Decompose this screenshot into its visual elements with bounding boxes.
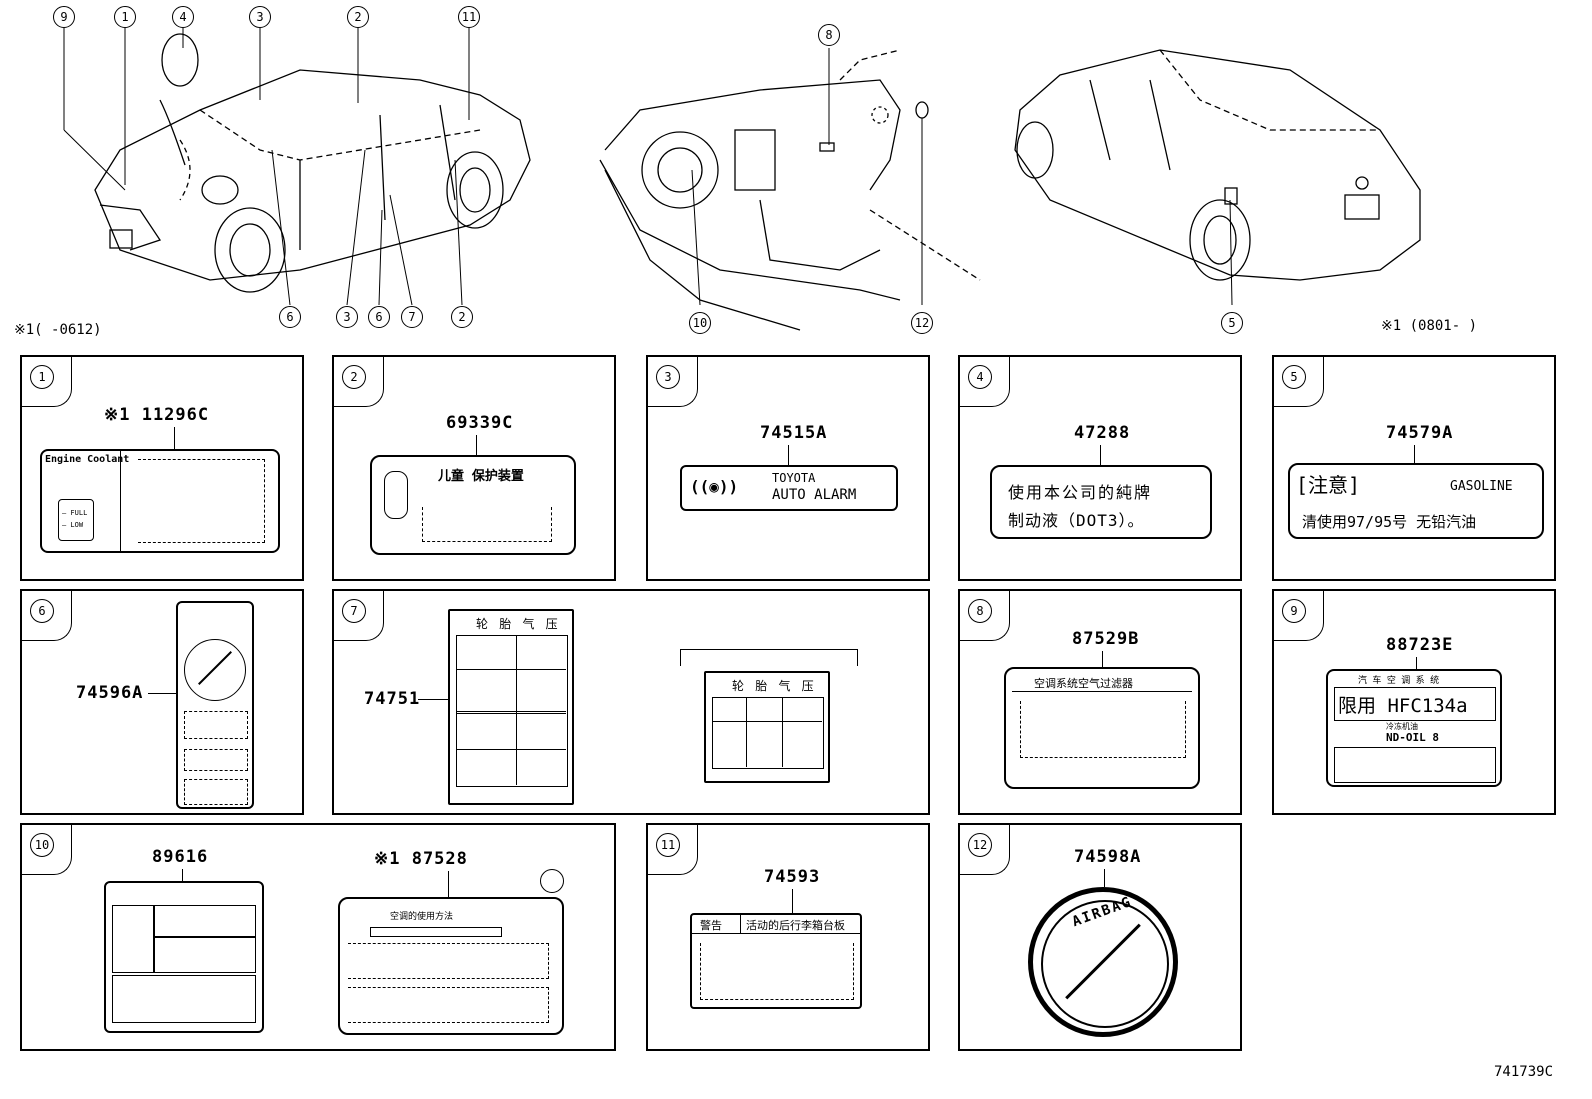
callout-9: 9 [53,6,75,28]
label-ac-guide [104,881,264,1033]
alarm-icon: ((◉)) [690,477,739,496]
front-car-drawing [94,33,531,293]
rear-car-drawing [1014,49,1421,281]
callout-1: 1 [114,6,136,28]
callout-12: 12 [911,312,933,334]
label-text-low: — LOW [62,521,84,529]
part-number: 74515A [760,423,828,443]
label-text-2: GASOLINE [1450,479,1513,494]
panel-9: 9 88723E 汽 车 空 调 系 统 限用 HFC134a 冷冻机油 ND-… [1272,589,1556,815]
label-text: 警告 [700,919,722,932]
panel-12: 12 74598A AIRBAG [958,823,1242,1051]
panel-6: 6 74596A [20,589,304,815]
label-tall [176,601,254,809]
part-number: 74751 [364,689,421,709]
prohibit-icon [184,639,246,701]
label-refrigerant: 汽 车 空 调 系 统 限用 HFC134a 冷冻机油 ND-OIL 8 [1326,669,1502,787]
label-text: 轮 胎 气 压 [476,617,560,631]
callout-10: 10 [689,312,711,334]
label-luggage-warning: 警告 活动的后行李箱台板 [690,913,862,1009]
label-text: Engine Coolant [45,454,130,465]
panel-number: 9 [1282,599,1306,623]
label-text: 汽 车 空 调 系 统 [1358,676,1440,686]
panel-4: 4 47288 使用本公司的純牌 制动液（DOT3）。 [958,355,1242,581]
label-text: TOYOTA [772,471,816,485]
panel-number: 10 [30,833,54,857]
part-number: 47288 [1074,423,1131,443]
label-text-3: 冷冻机油 [1386,722,1418,731]
panel-number: 2 [342,365,366,389]
panel-number: 6 [30,599,54,623]
label-tire-pressure: 轮 胎 气 压 [448,609,574,805]
leader-lines [63,28,1233,306]
dashboard-drawing [599,49,981,331]
panel-2: 2 69339C 儿童 保护装置 [332,355,616,581]
callout-2b: 2 [451,306,473,328]
label-text-full: — FULL [62,509,88,517]
panel-number: 7 [342,599,366,623]
panel-1: 1 ※1 11296C Engine Coolant — FULL — LOW [20,355,304,581]
callout-3: 3 [249,6,271,28]
part-number: 88723E [1386,635,1454,655]
callout-5: 5 [1221,312,1243,334]
callout-7: 7 [401,306,423,328]
label-text-2: AUTO ALARM [772,487,857,503]
label-tire-pressure-small: 轮 胎 气 压 [704,671,830,783]
vehicle-illustrations [63,28,1421,331]
note-right: ※1 (0801- ) [1381,318,1478,334]
panel-number: 12 [968,833,992,857]
panel-number: 5 [1282,365,1306,389]
part-number: 74593 [764,867,821,887]
label-text: 儿童 保护装置 [438,469,524,484]
panel-number: 8 [968,599,992,623]
callout-11: 11 [458,6,480,28]
part-number: 69339C [446,413,514,433]
panel-number: 3 [656,365,680,389]
part-number-2: ※1 87528 [374,849,468,869]
label-text-3: 清使用97/95号 无铅汽油 [1302,513,1477,531]
callout-2: 2 [347,6,369,28]
callout-8: 8 [818,24,840,46]
label-child-safety: 儿童 保护装置 [370,455,576,555]
note-left: ※1( -0612) [14,322,102,338]
label-text-2: 制动液（DOT3）。 [1008,511,1145,530]
label-ac-filter: 空调系统空气过滤器 [1004,667,1200,789]
part-number: 74596A [76,683,144,703]
label-brake-fluid: 使用本公司的純牌 制动液（DOT3）。 [990,465,1212,539]
label-text: 空调系统空气过滤器 [1034,677,1133,690]
label-coolant: Engine Coolant — FULL — LOW [40,449,280,553]
part-number: 89616 [152,847,209,867]
callout-6: 6 [279,306,301,328]
panel-number: 1 [30,365,54,389]
airbag-warning-icon: AIRBAG [1028,887,1178,1037]
label-gasoline: [注意] GASOLINE 清使用97/95号 无铅汽油 [1288,463,1544,539]
callout-4: 4 [172,6,194,28]
panel-11: 11 74593 警告 活动的后行李箱台板 [646,823,930,1051]
label-text-2: 轮 胎 气 压 [732,679,816,693]
panel-number: 11 [656,833,680,857]
diagram-id: 741739C [1494,1064,1554,1080]
label-text-2: 活动的后行李箱台板 [746,919,845,932]
panel-7: 7 74751 轮 胎 气 压 轮 胎 气 压 [332,589,930,815]
callout-3b: 3 [336,306,358,328]
part-number: ※1 11296C [104,405,210,425]
callout-6b: 6 [368,306,390,328]
label-text: [注意] [1296,473,1361,497]
part-number: 74579A [1386,423,1454,443]
panel-3: 3 74515A ((◉)) TOYOTA AUTO ALARM [646,355,930,581]
panel-5: 5 74579A [注意] GASOLINE 清使用97/95号 无铅汽油 [1272,355,1556,581]
label-ac-usage: 空调的使用方法 [338,897,564,1035]
label-text: 使用本公司的純牌 [1008,483,1153,502]
panel-10: 10 89616 ※1 87528 空调的使用方法 [20,823,616,1051]
part-number: 87529B [1072,629,1140,649]
part-number: 74598A [1074,847,1142,867]
label-text-2: 限用 HFC134a [1338,695,1468,717]
label-auto-alarm: ((◉)) TOYOTA AUTO ALARM [680,465,898,511]
label-text-4: ND-OIL 8 [1386,731,1439,744]
label-text: 空调的使用方法 [390,912,454,922]
panel-8: 8 87529B 空调系统空气过滤器 [958,589,1242,815]
panel-number: 4 [968,365,992,389]
